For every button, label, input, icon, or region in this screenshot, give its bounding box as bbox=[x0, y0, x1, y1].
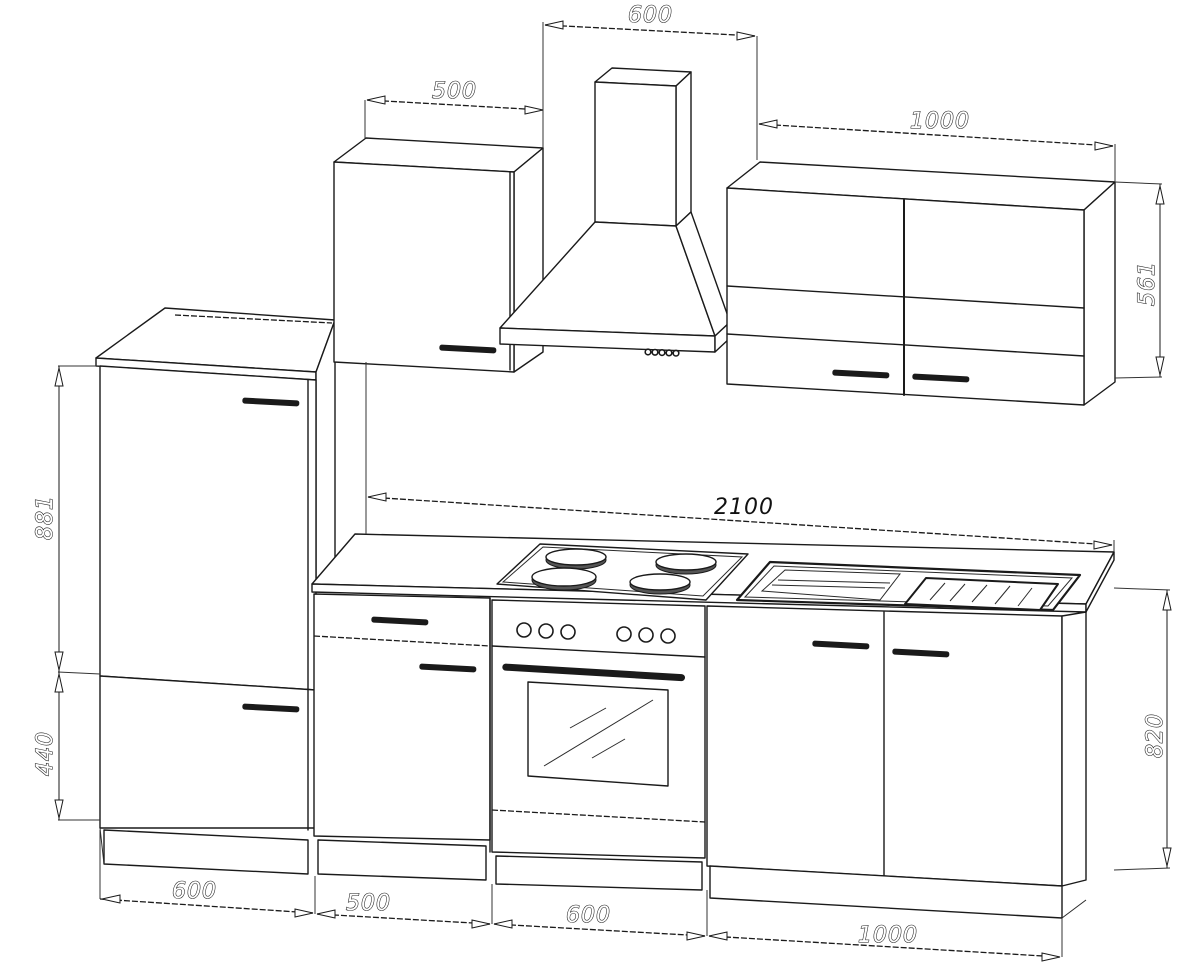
wall-cabinet-right bbox=[726, 161, 1116, 406]
handle-icon bbox=[371, 616, 429, 626]
dimension-top-left-cabinet: 500 bbox=[364, 78, 544, 138]
sink bbox=[735, 560, 1082, 612]
hood-buttons bbox=[644, 348, 680, 357]
dimension-label: 820 bbox=[1143, 713, 1168, 758]
burner-icon bbox=[531, 567, 597, 591]
hob bbox=[496, 543, 749, 601]
extractor-hood bbox=[499, 67, 731, 357]
handle-icon bbox=[832, 369, 890, 379]
dimension-label: 500 bbox=[432, 79, 477, 104]
dimension-label: 1000 bbox=[910, 109, 970, 134]
dimension-total-width: 2100 bbox=[365, 362, 1115, 552]
oven-door-handle-icon bbox=[502, 663, 686, 682]
dimension-label: 600 bbox=[566, 903, 611, 928]
dimension-wall-cabinet-height: 561 bbox=[1114, 181, 1165, 379]
handle-icon bbox=[812, 640, 870, 650]
handle-icon bbox=[439, 344, 497, 354]
dimension-label: 440 bbox=[33, 731, 58, 776]
drawer-base-cabinet bbox=[313, 593, 491, 881]
sink-base-cabinet bbox=[706, 605, 1087, 919]
dimension-label: 1000 bbox=[858, 923, 918, 948]
tall-fridge-cabinet bbox=[95, 307, 336, 875]
burner-icon bbox=[655, 553, 717, 575]
burner-icon bbox=[545, 548, 607, 570]
handle-icon bbox=[892, 648, 950, 658]
handle-icon bbox=[419, 663, 477, 673]
dimension-top-hood: 600 bbox=[542, 2, 758, 160]
handle-icon bbox=[242, 397, 300, 407]
dimension-label: 881 bbox=[33, 495, 58, 540]
dimension-label: 2100 bbox=[714, 495, 774, 520]
dimension-label: 600 bbox=[172, 879, 217, 904]
oven-window bbox=[527, 681, 669, 787]
handle-icon bbox=[242, 703, 300, 713]
burner-icon bbox=[629, 573, 691, 595]
dimension-label: 500 bbox=[346, 891, 391, 916]
oven-knobs bbox=[516, 622, 676, 644]
dimension-tall-heights: 881 440 bbox=[32, 365, 101, 821]
dimension-label: 600 bbox=[628, 3, 673, 28]
dimension-bottom-widths: 600 500 600 1000 bbox=[99, 830, 1063, 962]
dimension-top-right-cabinet: 1000 bbox=[758, 108, 1116, 182]
dimension-label: 561 bbox=[1135, 261, 1160, 306]
dimension-base-height: 820 bbox=[1113, 587, 1172, 871]
oven bbox=[491, 599, 706, 891]
handle-icon bbox=[912, 373, 970, 383]
